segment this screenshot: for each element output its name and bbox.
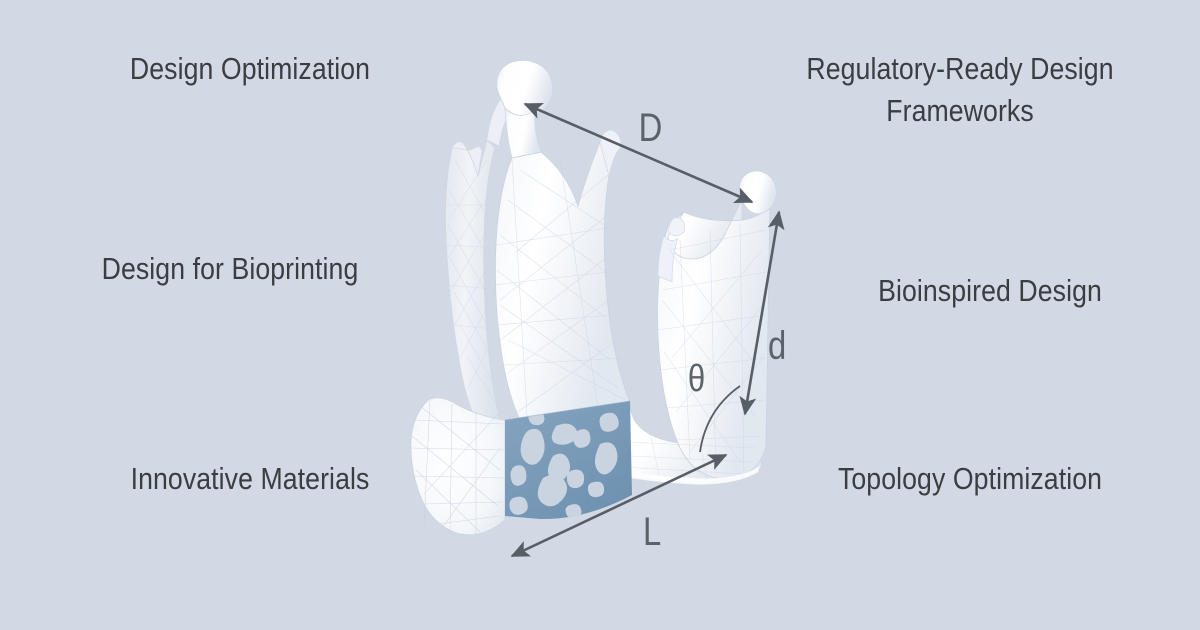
arrow-L	[510, 453, 728, 558]
arc-theta	[699, 385, 741, 453]
concept-label-design-for-bioprinting: Design for Bioprinting	[101, 251, 359, 286]
dimension-label-D: D	[638, 106, 663, 150]
arrow-D	[523, 102, 754, 204]
concept-label-innovative-materials: Innovative Materials	[130, 461, 370, 496]
dimension-label-L: L	[643, 510, 662, 554]
porous-scaffold-block	[504, 400, 632, 520]
dimension-label-d: d	[768, 324, 787, 368]
concept-label-bioinspired-design: Bioinspired Design	[878, 273, 1102, 308]
dimension-arrows	[510, 102, 785, 558]
arrow-d	[739, 210, 785, 416]
concept-label-design-optimization: Design Optimization	[129, 51, 371, 86]
dimension-label-theta: θ	[687, 358, 706, 400]
concept-label-regulatory-ready-design-frameworks: Regulatory-Ready Design Frameworks	[806, 51, 1114, 128]
concept-label-topology-optimization: Topology Optimization	[837, 461, 1103, 496]
